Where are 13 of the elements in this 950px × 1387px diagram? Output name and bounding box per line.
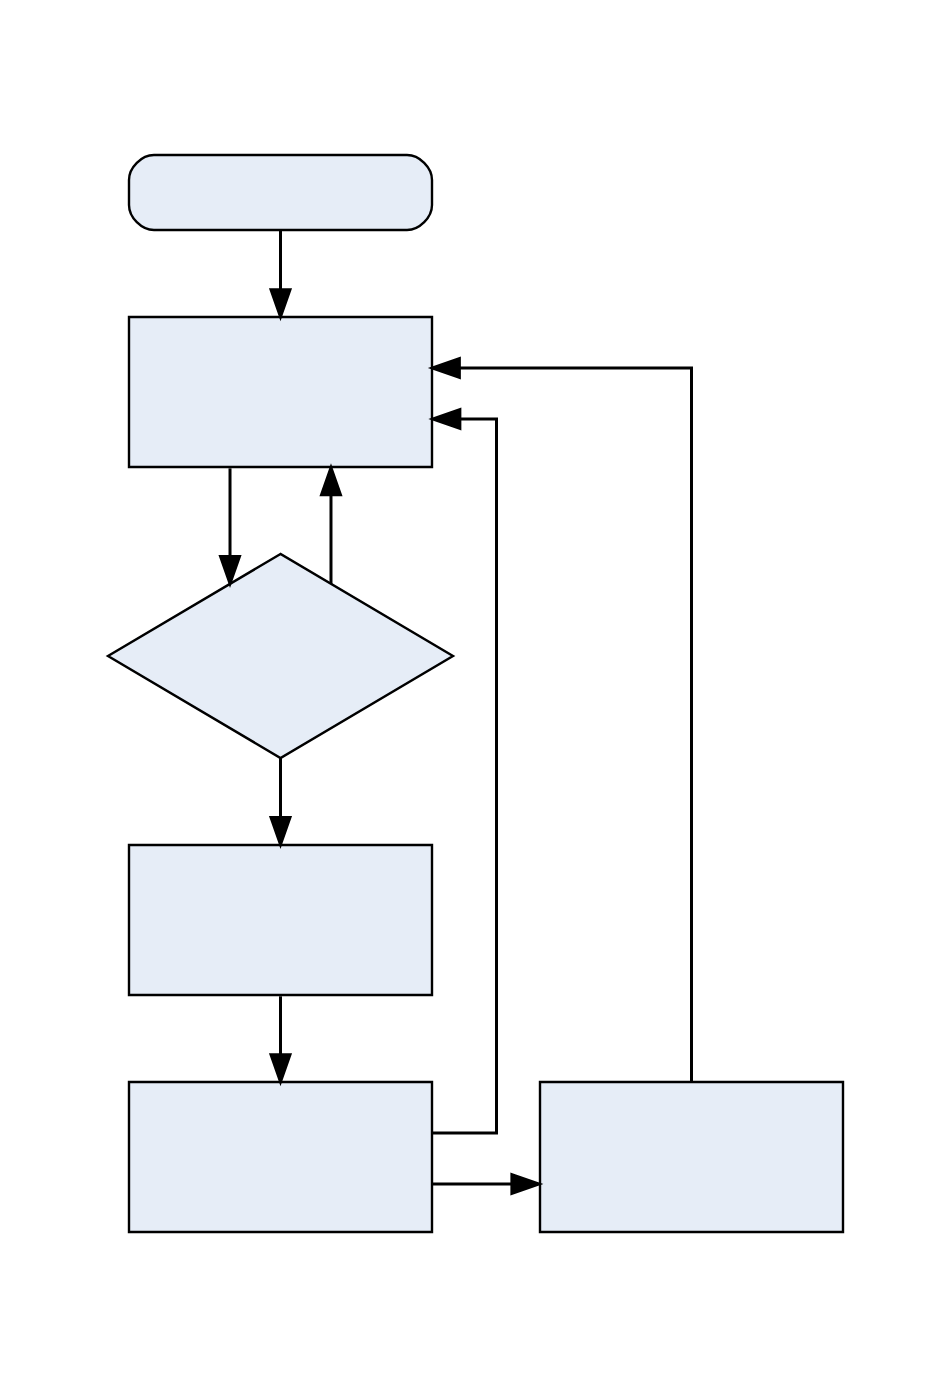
arrow xyxy=(217,468,242,588)
arrow xyxy=(268,758,292,849)
arrow xyxy=(318,463,343,584)
node-box xyxy=(127,1080,433,1234)
arrow xyxy=(268,230,292,322)
arrow xyxy=(427,407,498,1135)
node-box xyxy=(127,843,433,997)
arrow xyxy=(427,356,693,1082)
node-pill xyxy=(127,153,433,232)
arrow xyxy=(268,996,292,1087)
node-box xyxy=(538,1080,844,1234)
arrow xyxy=(431,1172,543,1196)
node-box xyxy=(127,315,433,469)
